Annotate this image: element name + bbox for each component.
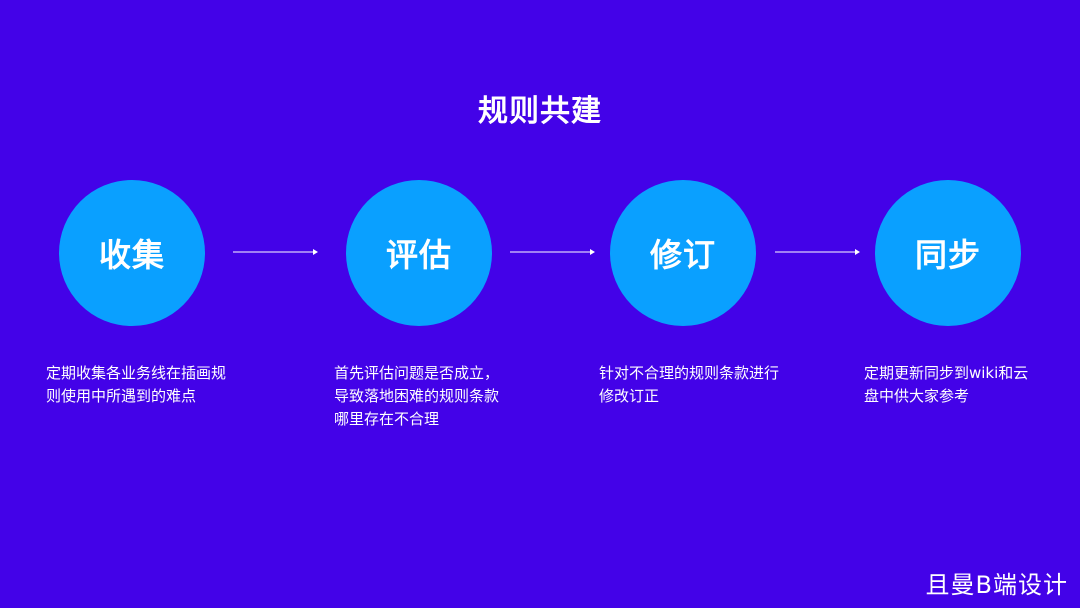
arrow-evaluate-to-revise — [510, 246, 596, 258]
watermark: 且曼B端设计 — [925, 571, 1068, 599]
diagram-title: 规则共建 — [478, 94, 602, 129]
step-revise-label: 修订 — [649, 236, 716, 274]
step-revise-node: 修订 — [610, 180, 756, 326]
arrow-revise-to-sync — [775, 246, 861, 258]
step-collect-label: 收集 — [98, 236, 165, 274]
step-revise-description: 针对不合理的规则条款进行修改订正 — [599, 364, 780, 405]
step-sync-label: 同步 — [914, 236, 981, 274]
step-evaluate-description: 首先评估问题是否成立，导致落地困难的规则条款哪里存在不合理 — [334, 364, 500, 428]
step-collect-node: 收集 — [59, 180, 205, 326]
step-evaluate-label: 评估 — [385, 236, 452, 274]
arrow-collect-to-evaluate — [233, 246, 319, 258]
step-evaluate-node: 评估 — [346, 180, 492, 326]
step-sync-node: 同步 — [875, 180, 1021, 326]
step-sync-description: 定期更新同步到wiki和云盘中供大家参考 — [864, 364, 1029, 405]
step-collect-description: 定期收集各业务线在插画规则使用中所遇到的难点 — [46, 364, 227, 405]
